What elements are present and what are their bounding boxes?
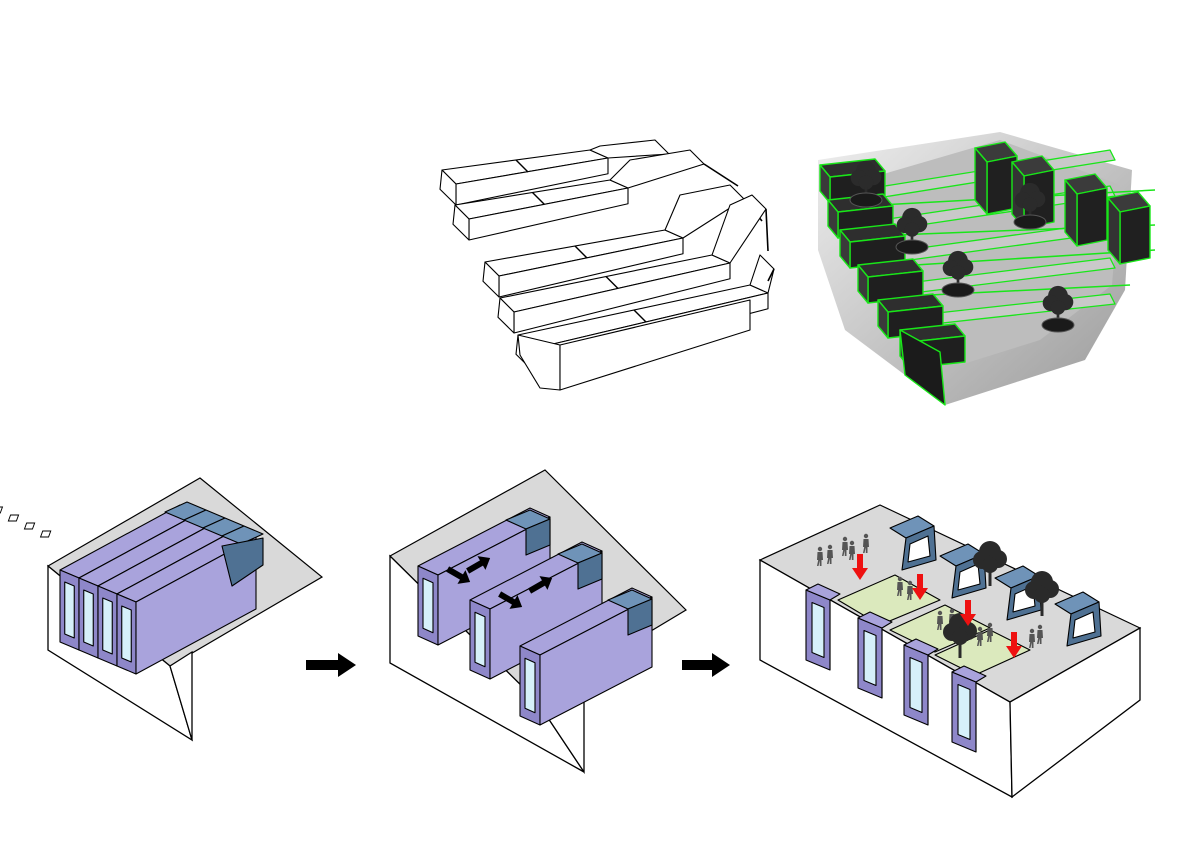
glass-window [102,597,113,655]
tall-block-end [974,147,988,215]
glass-window [121,605,132,663]
bench-joint [532,192,545,205]
stair-block-end [827,199,839,239]
bench-joint [605,276,619,289]
stair-block-end [839,229,851,269]
glass-window [474,611,486,668]
bench-end [482,261,500,298]
down-arrow-icon [960,600,976,626]
stair-block-end [857,264,869,304]
planter [941,282,975,298]
down-arrow-icon [852,554,868,580]
purple-volume [857,617,883,699]
down-arrow-icon [1006,632,1022,658]
bench-end [497,297,515,334]
volume-side [135,536,257,675]
purple-cap [951,665,987,683]
volume-side [539,596,653,726]
glass-window [422,577,434,634]
occupied-volumes-diagram [758,504,1142,799]
joined-volumes-diagram [0,477,324,742]
bench-rail [703,163,739,187]
render-front-base [899,329,946,406]
render-diagram [818,132,1156,406]
push-arrow-icon [498,591,523,609]
side-wall [1009,626,1141,799]
bench-back [609,149,705,189]
glass-window [524,657,536,714]
side-wall [169,650,193,741]
bench-rail [765,208,769,252]
blue-end-face [577,552,603,590]
push-arrow-icon [446,566,471,584]
opening [1072,611,1096,639]
render-trees [849,160,1075,333]
bench-joint [633,309,647,323]
planter [1041,317,1075,333]
purple-volume [116,528,257,675]
purple-volume [805,589,831,671]
glass-window [811,601,825,659]
purple-volume [951,671,977,753]
stair-block-end [877,299,889,339]
bench-rail [767,268,775,282]
bench-back [589,139,670,159]
bench-joint [574,245,588,259]
blue-end-top [221,525,264,545]
blue-end-face [627,598,653,636]
right-arrow-icon [306,653,356,677]
glass-window [863,629,877,687]
tall-block-end [1064,179,1078,247]
skylight-opening [23,522,36,530]
line-drawing-diagram [439,139,775,391]
front-block [517,334,561,391]
tall-block-front [1076,187,1108,247]
tall-block-end [1107,197,1121,265]
planter [895,239,929,255]
opening [907,535,931,563]
bench-back [711,194,767,264]
push-arrow-icon [466,556,491,574]
skylight-opening [0,506,4,514]
opening [957,563,981,591]
glass-window [64,581,75,639]
blue-end-face [525,518,551,556]
planter [849,192,883,208]
planter [1013,214,1047,230]
separated-volumes-diagram [389,469,687,775]
down-arrow-icon [912,574,928,600]
bench-joint [515,159,529,173]
skylight-opening [7,514,20,522]
bench-back [664,184,745,239]
blue-end-face [221,537,264,587]
purple-cap [903,638,939,656]
front-step [559,299,751,391]
push-arrow-icon [528,576,553,594]
right-arrow-icon [682,653,730,677]
bench-end [452,204,470,241]
glass-window [83,589,94,647]
tall-block-front [1119,205,1151,265]
render-stair-volumes [819,141,1151,406]
skylight-opening [39,530,52,538]
glass-window [957,683,971,741]
glass-window [909,656,923,714]
purple-cap [805,583,841,601]
purple-volume [903,644,929,726]
purple-cap [857,611,893,629]
